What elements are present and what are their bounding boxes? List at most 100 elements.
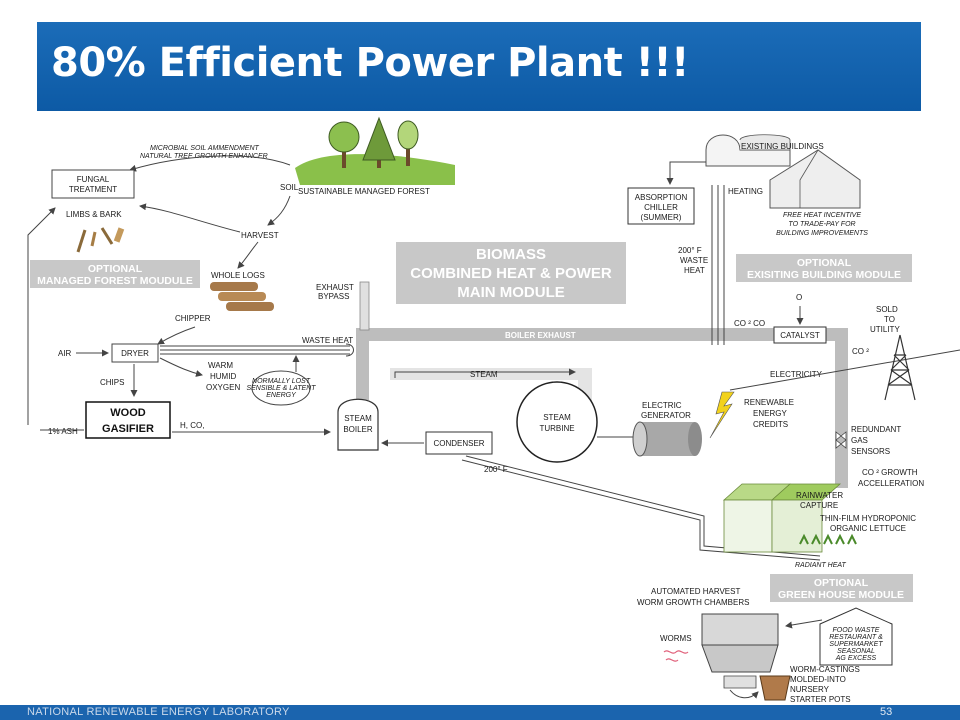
worm-chamber-label-2: WORM GROWTH CHAMBERS	[637, 598, 749, 607]
warm-label-2: HUMID	[210, 372, 236, 381]
footer-org: NATIONAL RENEWABLE ENERGY LABORATORY	[27, 706, 290, 718]
credits-label-2: ENERGY	[753, 409, 787, 418]
harvest-label: HARVEST	[241, 231, 279, 240]
absorption-chiller-box	[627, 187, 695, 225]
steam-loop	[390, 368, 590, 380]
cast-label-2: MOLDED-INTO	[790, 675, 846, 684]
o2-label: O	[796, 293, 802, 302]
heat-to-chiller-arrow	[666, 161, 706, 185]
microbial-arrow	[129, 155, 291, 172]
worms-icon	[663, 650, 689, 662]
chipper-arrow	[157, 326, 196, 345]
forest-label: SUSTAINABLE MANAGED FOREST	[298, 187, 430, 196]
soil-arrow	[267, 195, 291, 226]
co2-label: CO ²	[852, 347, 869, 356]
co2-pipe	[835, 328, 848, 488]
title-bar: 80% Efficient Power Plant !!!	[37, 22, 921, 111]
generator-label-1: ELECTRIC	[642, 401, 682, 410]
soil-label: SOIL	[280, 183, 299, 192]
cast-label-4: STARTER POTS	[790, 695, 851, 704]
generator-label-2: GENERATOR	[641, 411, 691, 420]
fungal-label-1: FUNGAL	[77, 175, 110, 184]
waste-heat-lines	[160, 343, 354, 357]
food-label-1: FOOD WASTE	[833, 627, 880, 634]
building-module-box	[736, 254, 912, 282]
steam-boiler-label-2: BOILER	[343, 425, 373, 434]
greenhouse-module-box	[770, 574, 913, 602]
catalyst-box	[773, 326, 827, 344]
absorption-label-3: (SUMMER)	[641, 213, 682, 222]
nursery-pot-icon	[759, 675, 791, 701]
temp-200-label: 200° F	[484, 465, 508, 474]
electric-generator	[632, 421, 702, 457]
power-line	[729, 349, 960, 391]
forest-illustration	[295, 116, 455, 185]
steam-turbine	[516, 381, 598, 463]
rain-label-1: RAINWATER	[796, 491, 843, 500]
limbs-label: LIMBS & BARK	[66, 210, 122, 219]
heating-label: HEATING	[728, 187, 763, 196]
chips-label: CHIPS	[100, 378, 124, 387]
page-number: 53	[880, 706, 893, 718]
wood-gasifier-box	[85, 401, 171, 439]
microbial-label-1: MICROBIAL SOIL AMMENDMENT	[150, 145, 260, 152]
boiler-exhaust-label: BOILER EXHAUST	[505, 331, 576, 340]
steam-boiler-label-1: STEAM	[344, 414, 372, 423]
pipes	[356, 281, 848, 488]
main-module-line1: BIOMASS	[476, 246, 546, 263]
incentive-label-1: FREE HEAT INCENTIVE	[783, 212, 861, 219]
co2-growth-label-2: ACCELLERATION	[858, 479, 924, 488]
incentive-label-2: TO TRADE-PAY FOR	[788, 221, 855, 228]
footer-bar: NATIONAL RENEWABLE ENERGY LABORATORY 53	[0, 705, 960, 720]
harvest-arrow	[237, 241, 259, 269]
forest-module-box	[30, 260, 200, 288]
main-module-box	[396, 242, 626, 304]
wood-gasifier-label-2: GASIFIER	[102, 423, 154, 435]
radiant-heat-label: RADIANT HEAT	[795, 562, 847, 569]
exhaust-bypass-stack	[359, 281, 370, 331]
lost-label-3: ENERGY	[266, 392, 297, 399]
credits-label-3: CREDITS	[753, 420, 788, 429]
incentive-label-3: BUILDING IMPROVEMENTS	[776, 230, 868, 237]
main-module-line3: MAIN MODULE	[457, 284, 565, 301]
cast-label-3: NURSERY	[790, 685, 830, 694]
warm-label-3: OXYGEN	[206, 383, 240, 392]
building-heat-lines	[711, 185, 725, 345]
steam-flow-arrow	[394, 368, 576, 378]
condenser-box	[425, 431, 493, 455]
food-label-4: SEASONAL	[837, 648, 875, 655]
worm-chamber-illustration	[701, 613, 779, 689]
ash-label: 1% ASH	[48, 427, 78, 436]
sold-label-1: SOLD	[876, 305, 898, 314]
waste200-label-2: WASTE	[680, 256, 708, 265]
gas-sensor-valve-icon	[835, 431, 847, 449]
existing-buildings-illustration	[705, 134, 861, 209]
forest-module-line1: OPTIONAL	[88, 263, 143, 275]
hydro-label-1: THIN-FILM HYDROPONIC	[820, 514, 916, 523]
worms-label: WORMS	[660, 634, 692, 643]
redundant-label-1: REDUNDANT	[851, 425, 901, 434]
redundant-label-2: GAS	[851, 436, 868, 445]
dryer-box	[111, 343, 159, 363]
exhaust-riser-pipe	[356, 328, 369, 400]
exhaust-label-2: BYPASS	[318, 292, 349, 301]
limbs-icon	[76, 227, 125, 253]
sold-label-3: UTILITY	[870, 325, 900, 334]
turbine-label-1: STEAM	[543, 413, 571, 422]
sold-label-2: TO	[884, 315, 895, 324]
forest-module-line2: MANAGED FOREST MOUDULE	[37, 275, 193, 287]
absorption-label-1: ABSORPTION	[635, 193, 688, 202]
lost-label-1: NORMALLY LOST	[252, 378, 311, 385]
steam-boiler	[337, 398, 379, 451]
logs-icon	[210, 282, 274, 311]
absorption-label-2: CHILLER	[644, 203, 678, 212]
main-module-line2: COMBINED HEAT & POWER	[410, 265, 612, 282]
slide-title: 80% Efficient Power Plant !!!	[51, 40, 689, 86]
harvest-to-fungal-arrow	[139, 203, 241, 233]
lost-energy-bubble	[251, 370, 311, 406]
food-label-5: AG EXCESS	[835, 655, 877, 662]
humid-arrow	[159, 357, 203, 377]
credits-label-1: RENEWABLE	[744, 398, 794, 407]
worm-chamber-label-1: AUTOMATED HARVEST	[651, 587, 740, 596]
